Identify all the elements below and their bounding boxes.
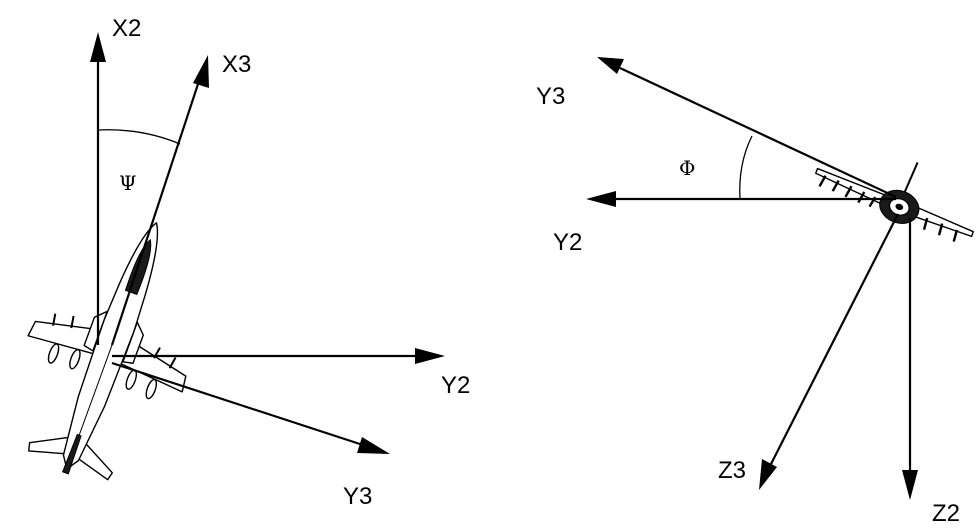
left-panel: X2 X3 Y2 Y3 Ψ [27, 15, 470, 510]
right-aircraft-icon [815, 162, 974, 242]
psi-angle-arc [97, 129, 181, 145]
x3-arrowhead [193, 55, 209, 88]
y2-arrowhead [415, 348, 445, 364]
x2-label: X2 [112, 15, 141, 42]
right-y3-axis [619, 67, 897, 198]
y2-label: Y2 [441, 372, 470, 399]
y3-label: Y3 [343, 483, 372, 510]
psi-angle-label: Ψ [119, 171, 137, 195]
right-y2-label: Y2 [553, 229, 582, 256]
right-z2-label: Z2 [932, 500, 960, 527]
phi-angle-label: Φ [679, 156, 695, 180]
right-z2-arrowhead [902, 470, 918, 500]
left-aircraft-icon [27, 222, 187, 481]
x3-axis [110, 77, 202, 346]
right-z3-arrowhead [759, 459, 777, 490]
right-z3-label: Z3 [718, 457, 746, 484]
right-z3-axis [769, 213, 899, 467]
phi-angle-arc [739, 135, 753, 200]
right-panel: Y3 Y2 Z3 Z2 Φ [536, 57, 974, 527]
y3-axis [111, 361, 367, 448]
right-y3-label: Y3 [536, 83, 565, 110]
x3-label: X3 [222, 51, 251, 78]
right-y2-arrowhead [586, 191, 616, 207]
right-y3-arrowhead [597, 57, 624, 74]
x2-arrowhead [90, 32, 106, 62]
y3-arrowhead [357, 437, 390, 454]
